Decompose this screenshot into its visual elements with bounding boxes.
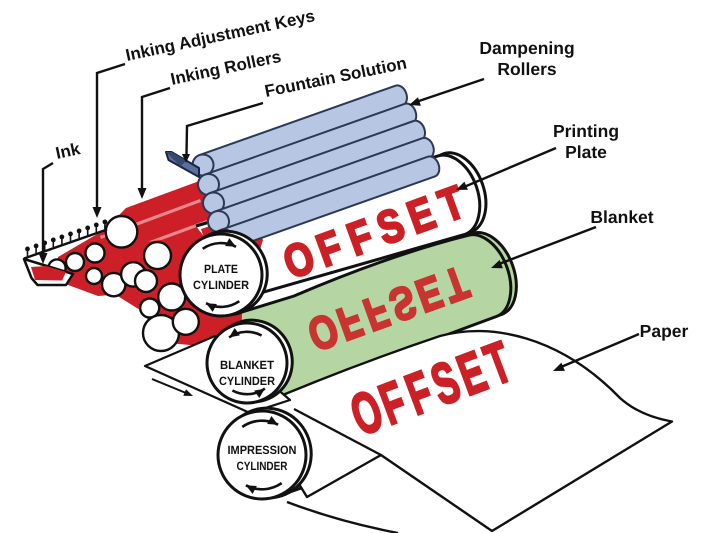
- svg-text:PLATE: PLATE: [204, 262, 238, 276]
- svg-text:Printing: Printing: [553, 121, 619, 141]
- svg-text:IMPRESSION: IMPRESSION: [228, 443, 297, 457]
- svg-text:CYLINDER: CYLINDER: [219, 374, 275, 388]
- svg-text:CYLINDER: CYLINDER: [193, 278, 249, 292]
- svg-text:CYLINDER: CYLINDER: [237, 459, 288, 473]
- svg-text:Rollers: Rollers: [497, 59, 557, 79]
- svg-text:Paper: Paper: [640, 321, 689, 341]
- svg-text:Plate: Plate: [565, 142, 607, 162]
- svg-text:Blanket: Blanket: [590, 207, 653, 227]
- svg-text:Ink: Ink: [54, 139, 83, 163]
- svg-text:BLANKET: BLANKET: [220, 358, 275, 372]
- svg-text:Dampening: Dampening: [479, 38, 574, 58]
